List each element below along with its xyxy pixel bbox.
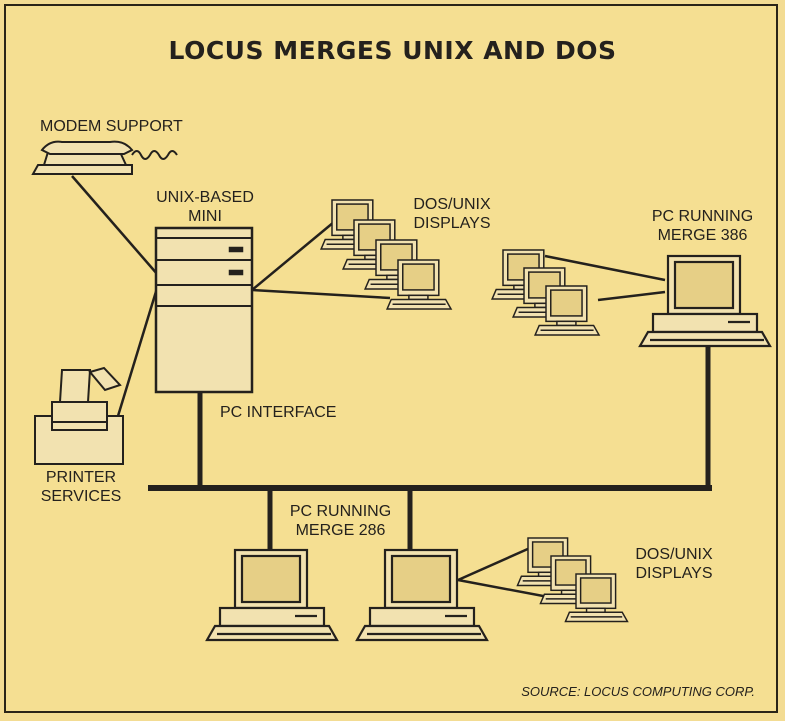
dos-unix-display-bottom-3 <box>564 573 629 623</box>
pc386-display-link-2 <box>597 290 666 302</box>
modem-link <box>71 175 159 276</box>
dos-unix-display-top-4 <box>385 259 453 310</box>
mini-display-link-2 <box>251 288 391 300</box>
printer-services-label-line1: PRINTER <box>45 469 117 486</box>
pc-merge386-label: PC RUNNING MERGE 386 <box>650 207 755 245</box>
mini-display-link-1 <box>251 221 335 291</box>
pc-interface-label: PC INTERFACE <box>220 404 337 421</box>
printer-services-label: PRINTER SERVICES <box>33 468 129 506</box>
dos-unix-displays-bottom-line2: DISPLAYS <box>635 565 713 582</box>
dos-unix-displays-bottom-label: DOS/UNIX DISPLAYS <box>630 545 718 583</box>
source-credit: SOURCE: LOCUS COMPUTING CORP. <box>521 684 755 699</box>
dos-unix-displays-top-label: DOS/UNIX DISPLAYS <box>408 195 496 233</box>
unix-mini-label-line2: MINI <box>188 208 222 225</box>
dos-unix-displays-top-line2: DISPLAYS <box>413 215 491 232</box>
computers <box>205 199 772 642</box>
pc-merge286-label: PC RUNNING MERGE 286 <box>283 502 398 540</box>
modem-support-label: MODEM SUPPORT <box>40 118 183 135</box>
unix-mini-label: UNIX-BASED MINI <box>156 188 254 226</box>
unix-mini-computer <box>154 226 254 394</box>
network-connections <box>71 175 712 604</box>
pc-merge286-label-line1: PC RUNNING <box>289 503 392 520</box>
pc-merge286-computer-right <box>355 548 489 642</box>
pc286-display-link-1 <box>457 546 531 582</box>
dos-unix-displays-top-line1: DOS/UNIX <box>413 196 491 213</box>
pc386-display-3 <box>533 285 601 336</box>
diagram-title: LOCUS MERGES UNIX AND DOS <box>168 36 617 65</box>
modem-icon <box>31 140 178 175</box>
printer-link <box>116 284 160 417</box>
pc-merge286-label-line2: MERGE 286 <box>295 522 386 539</box>
pc-merge386-label-line1: PC RUNNING <box>651 208 754 225</box>
unix-mini-label-line1: UNIX-BASED <box>156 189 254 206</box>
pc-merge286-computer-left <box>205 548 339 642</box>
pc-merge386-computer <box>638 254 772 348</box>
dos-unix-displays-bottom-line1: DOS/UNIX <box>635 546 713 563</box>
pc386-display-link-1 <box>544 254 666 282</box>
printer-icon <box>34 366 124 465</box>
pc-merge386-label-line2: MERGE 386 <box>657 227 748 244</box>
printer-services-label-line2: SERVICES <box>40 488 122 505</box>
